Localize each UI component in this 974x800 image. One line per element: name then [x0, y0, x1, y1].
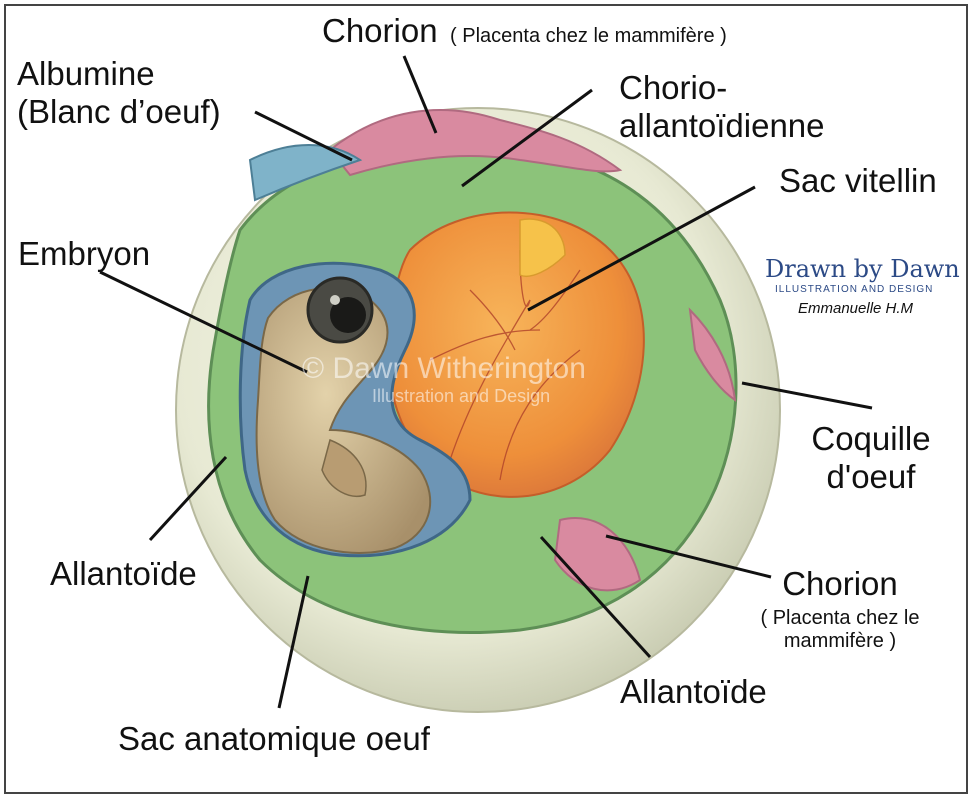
- label-chorion-bottom-title: Chorion: [782, 565, 898, 602]
- label-chorion-top-note: ( Placenta chez le mammifère ): [450, 25, 727, 47]
- label-sac-vitellin: Sac vitellin: [779, 162, 937, 199]
- line-sac-vitellin: [527, 185, 756, 312]
- label-chorio-line2: allantoïdienne: [619, 106, 825, 144]
- label-chorion-top: Chorion ( Placenta chez le mammifère ): [322, 12, 727, 50]
- label-coquille-line2: d'oeuf: [826, 457, 916, 495]
- watermark-line2: Illustration and Design: [372, 386, 551, 406]
- line-allantoide-bottom: [539, 535, 652, 659]
- embryo: [255, 287, 432, 554]
- line-chorion-top: [402, 55, 438, 134]
- credit-brand: Drawn by Dawn: [765, 255, 960, 283]
- yolk-highlight: [519, 218, 566, 277]
- chorion-patch-right: [688, 307, 737, 403]
- yolk-vessels: [429, 249, 581, 481]
- credit-subtitle: ILLUSTRATION AND DESIGN: [775, 284, 934, 295]
- line-coquille: [741, 381, 873, 410]
- label-chorio-allantoidienne: Chorio- allantoïdienne: [619, 69, 825, 145]
- label-sac-anatomique: Sac anatomique oeuf: [118, 720, 430, 757]
- label-albumine-line1: Albumine: [17, 55, 155, 92]
- label-albumine-line2: (Blanc d’oeuf): [17, 92, 221, 130]
- label-chorion-bottom-note1: ( Placenta chez le: [760, 606, 920, 629]
- chorion-patch-top: [328, 109, 623, 177]
- line-embryon: [99, 270, 308, 374]
- label-chorio-line1: Chorio-: [619, 69, 728, 106]
- label-chorion-bottom: Chorion ( Placenta chez le mammifère ): [740, 565, 940, 653]
- watermark-line1: © Dawn Witherington: [302, 352, 586, 385]
- line-sac-anatomique: [277, 575, 310, 709]
- label-allantoide-bottom: Allantoïde: [620, 673, 767, 710]
- albumen-blue: [248, 144, 363, 202]
- label-coquille-line1: Coquille: [811, 420, 931, 457]
- credit-author: Emmanuelle H.M: [798, 300, 914, 317]
- label-chorion-bottom-note2: mammifère ): [783, 629, 897, 652]
- watermark: © Dawn Witherington Illustration and Des…: [302, 352, 586, 407]
- label-albumine: Albumine (Blanc d’oeuf): [17, 55, 221, 131]
- label-coquille: Coquille d'oeuf: [806, 420, 936, 496]
- line-albumine: [254, 110, 353, 162]
- line-allantoide-left: [148, 455, 228, 542]
- embryo-limb: [321, 438, 367, 497]
- line-chorion-bottom: [605, 534, 772, 579]
- label-allantoide-left: Allantoïde: [50, 555, 197, 592]
- label-chorion-top-title: Chorion: [322, 12, 438, 49]
- label-embryon: Embryon: [18, 235, 151, 272]
- leader-lines: [99, 55, 873, 709]
- line-chorio: [461, 88, 593, 188]
- chorion-patch-bottom: [553, 517, 642, 592]
